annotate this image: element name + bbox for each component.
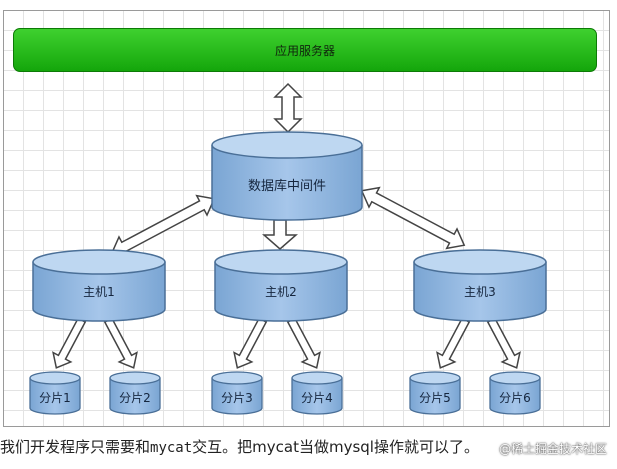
host3-cylinder <box>413 249 547 322</box>
arrow-middleware-host2 <box>262 219 298 250</box>
app-server-box: 应用服务器 <box>13 28 597 72</box>
caption-text: 我们开发程序只需要和mycat交互。把mycat当做mysql操作就可以了。 <box>0 433 617 461</box>
shard2-cylinder <box>109 371 161 415</box>
shard1-cylinder <box>29 371 81 415</box>
shard4-cylinder <box>291 371 343 415</box>
arrow-middleware-host3 <box>360 186 466 250</box>
shard6-cylinder <box>489 371 541 415</box>
arrow-host3-shard5 <box>436 317 471 369</box>
shard5-cylinder <box>409 371 461 415</box>
caption-code: mycat <box>150 440 193 456</box>
middleware-cylinder <box>211 131 363 221</box>
arrow-host1-shard2 <box>103 317 138 369</box>
caption-part1: 我们开发程序只需要和 <box>0 438 151 456</box>
architecture-diagram <box>29 82 547 415</box>
arrow-host3-shard6 <box>486 317 521 369</box>
caption-part2: 交互。把mycat当做mysql操作就可以了。 <box>192 438 479 456</box>
arrow-host2-shard4 <box>286 317 321 369</box>
host1-cylinder <box>32 249 166 322</box>
watermark: @稀土掘金技术社区 <box>498 442 607 456</box>
arrow-host1-shard1 <box>52 317 87 369</box>
arrow-server-middleware <box>273 82 303 134</box>
app-server-label: 应用服务器 <box>274 43 335 58</box>
arrow-host2-shard3 <box>233 317 268 369</box>
host2-cylinder <box>214 249 348 322</box>
shard3-cylinder <box>211 371 263 415</box>
